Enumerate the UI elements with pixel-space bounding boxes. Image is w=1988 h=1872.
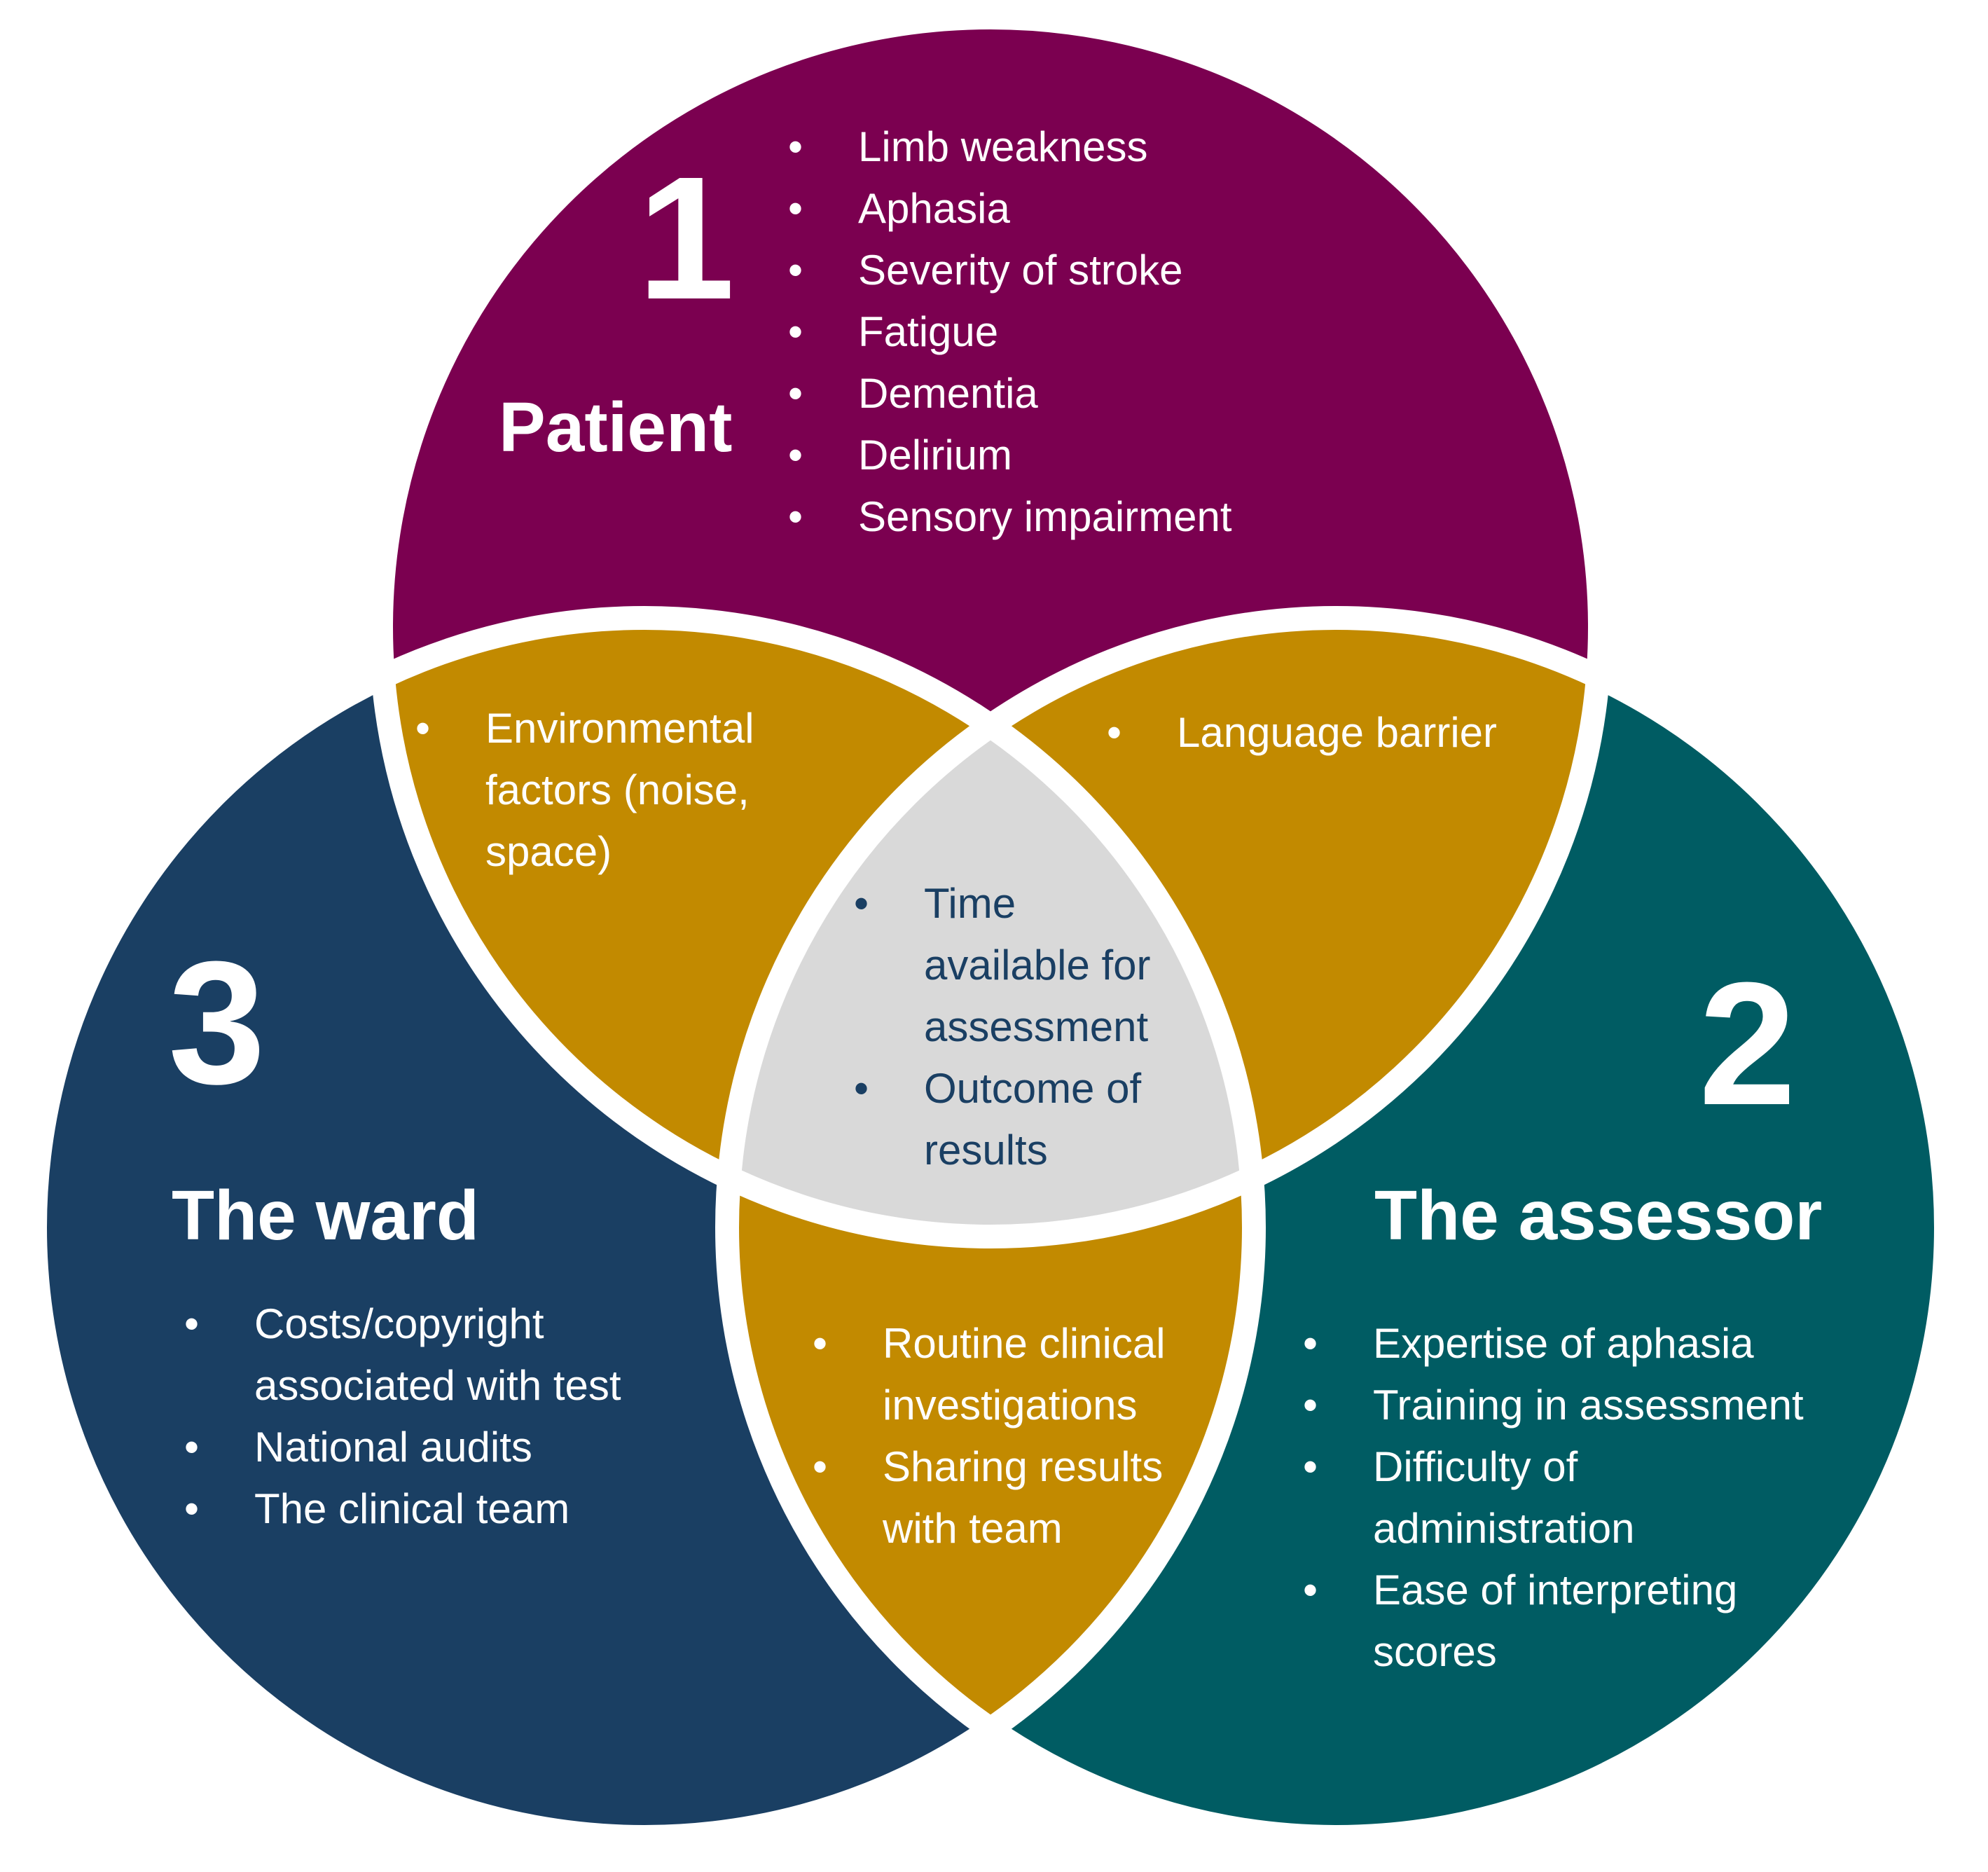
patient-assessor-factor-item: Language barrier (1107, 702, 1497, 764)
assessor-number: 2 (1699, 946, 1797, 1141)
patient-title: Patient (499, 388, 733, 467)
patient-factor-item: Severity of stroke (788, 240, 1232, 301)
ward-factor-item: The clinical team (184, 1478, 621, 1540)
ward-number: 3 (168, 925, 266, 1120)
ward-factor-item: National audits (184, 1417, 621, 1478)
assessor-title: The assessor (1374, 1176, 1823, 1255)
patient-factor-item: Aphasia (788, 178, 1232, 240)
ward-assessor-overlap-list: Routine clinicalinvestigationsSharing re… (813, 1313, 1166, 1560)
patient-factor-item: Sensory impairment (788, 486, 1232, 548)
patient-factor-list: Limb weaknessAphasiaSeverity of strokeFa… (788, 116, 1232, 548)
patient-factor-item: Fatigue (788, 301, 1232, 363)
patient-number: 1 (637, 140, 736, 336)
circle-outlines (23, 6, 1958, 1849)
patient-assessor-overlap-list: Language barrier (1107, 702, 1497, 764)
assessor-factor-item: Training in assessment (1303, 1375, 1804, 1436)
patient-factor-item: Dementia (788, 363, 1232, 425)
ward-title: The ward (172, 1176, 479, 1255)
patient-factor-item: Delirium (788, 425, 1232, 486)
assessor-factor-list: Expertise of aphasiaTraining in assessme… (1303, 1313, 1804, 1683)
assessor-factor-item: Expertise of aphasia (1303, 1313, 1804, 1375)
patient-factor-item: Limb weakness (788, 116, 1232, 178)
